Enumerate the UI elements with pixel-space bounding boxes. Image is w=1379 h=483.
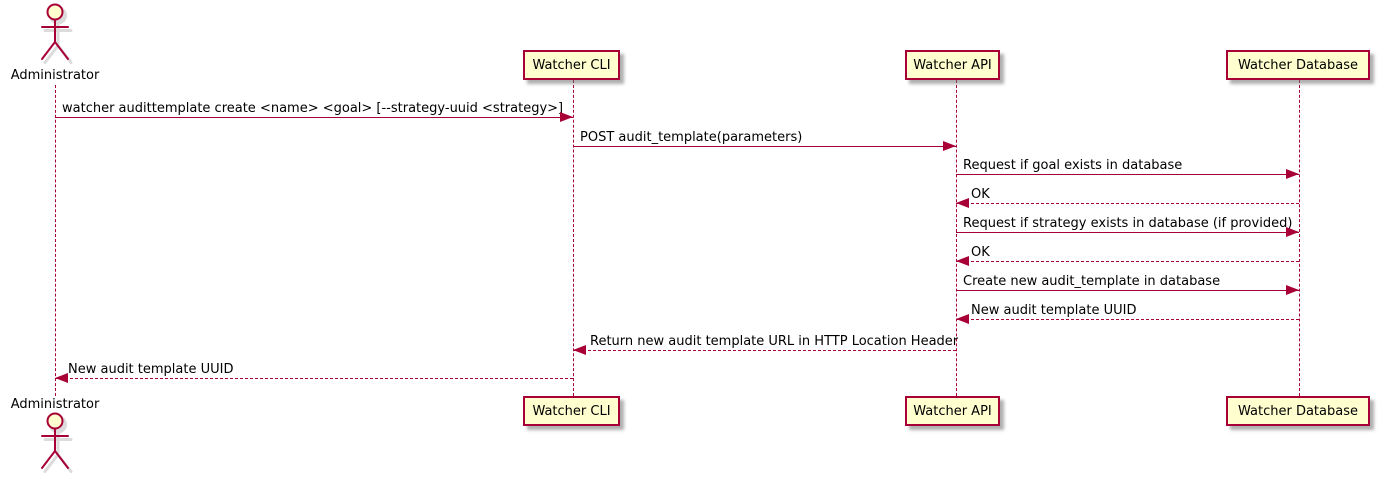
arrowhead-icon [1286, 227, 1299, 237]
message-8-label: New audit template UUID [971, 303, 1137, 318]
message-5: Request if strategy exists in database (… [956, 216, 1299, 237]
message-7-line [956, 290, 1299, 291]
message-8-line [956, 319, 1299, 320]
arrowhead-icon [956, 198, 969, 208]
message-4-label: OK [971, 187, 990, 202]
actor-icon-top [41, 3, 73, 64]
participant-watcher-api-bottom: Watcher API [905, 396, 1000, 426]
arrowhead-icon [573, 345, 586, 355]
actor-icon-bottom [41, 412, 73, 473]
arrowhead-icon [943, 141, 956, 151]
message-1: watcher audittemplate create <name> <goa… [55, 101, 573, 122]
message-6: OK [956, 245, 1299, 266]
participant-watcher-database-bottom: Watcher Database [1226, 396, 1370, 426]
message-6-line [956, 261, 1299, 262]
message-2-line [573, 146, 956, 147]
message-9-line [573, 350, 956, 351]
message-9-label: Return new audit template URL in HTTP Lo… [590, 334, 959, 349]
lifeline-watcher-cli [573, 80, 574, 396]
arrowhead-icon [1286, 169, 1299, 179]
participant-watcher-database-top: Watcher Database [1226, 50, 1370, 80]
lifeline-administrator [55, 85, 56, 396]
actor-label-top: Administrator [10, 68, 100, 83]
message-1-label: watcher audittemplate create <name> <goa… [62, 101, 564, 116]
message-7-label: Create new audit_template in database [963, 274, 1221, 289]
message-10-label: New audit template UUID [68, 362, 234, 377]
message-3-line [956, 174, 1299, 175]
message-10-line [55, 378, 573, 379]
arrowhead-icon [956, 256, 969, 266]
participant-watcher-cli-bottom: Watcher CLI [523, 396, 620, 426]
lifeline-watcher-api [956, 80, 957, 396]
arrowhead-icon [1286, 285, 1299, 295]
message-4: OK [956, 187, 1299, 208]
message-7: Create new audit_template in database [956, 274, 1299, 295]
arrowhead-icon [956, 314, 969, 324]
lifeline-watcher-database [1299, 80, 1300, 396]
message-6-label: OK [971, 245, 990, 260]
arrowhead-icon [560, 112, 573, 122]
message-8: New audit template UUID [956, 303, 1299, 324]
message-1-line [55, 117, 573, 118]
actor-label-bottom: Administrator [10, 397, 100, 412]
message-2-label: POST audit_template(parameters) [580, 130, 803, 145]
message-3-label: Request if goal exists in database [963, 158, 1183, 173]
message-10: New audit template UUID [55, 362, 573, 383]
participant-watcher-api-top: Watcher API [905, 50, 1000, 80]
participant-watcher-cli-top: Watcher CLI [523, 50, 620, 80]
message-2: POST audit_template(parameters) [573, 130, 956, 151]
message-9: Return new audit template URL in HTTP Lo… [573, 334, 959, 355]
message-3: Request if goal exists in database [956, 158, 1299, 179]
message-4-line [956, 203, 1299, 204]
arrowhead-icon [55, 373, 68, 383]
message-5-line [956, 232, 1299, 233]
message-5-label: Request if strategy exists in database (… [963, 216, 1293, 231]
